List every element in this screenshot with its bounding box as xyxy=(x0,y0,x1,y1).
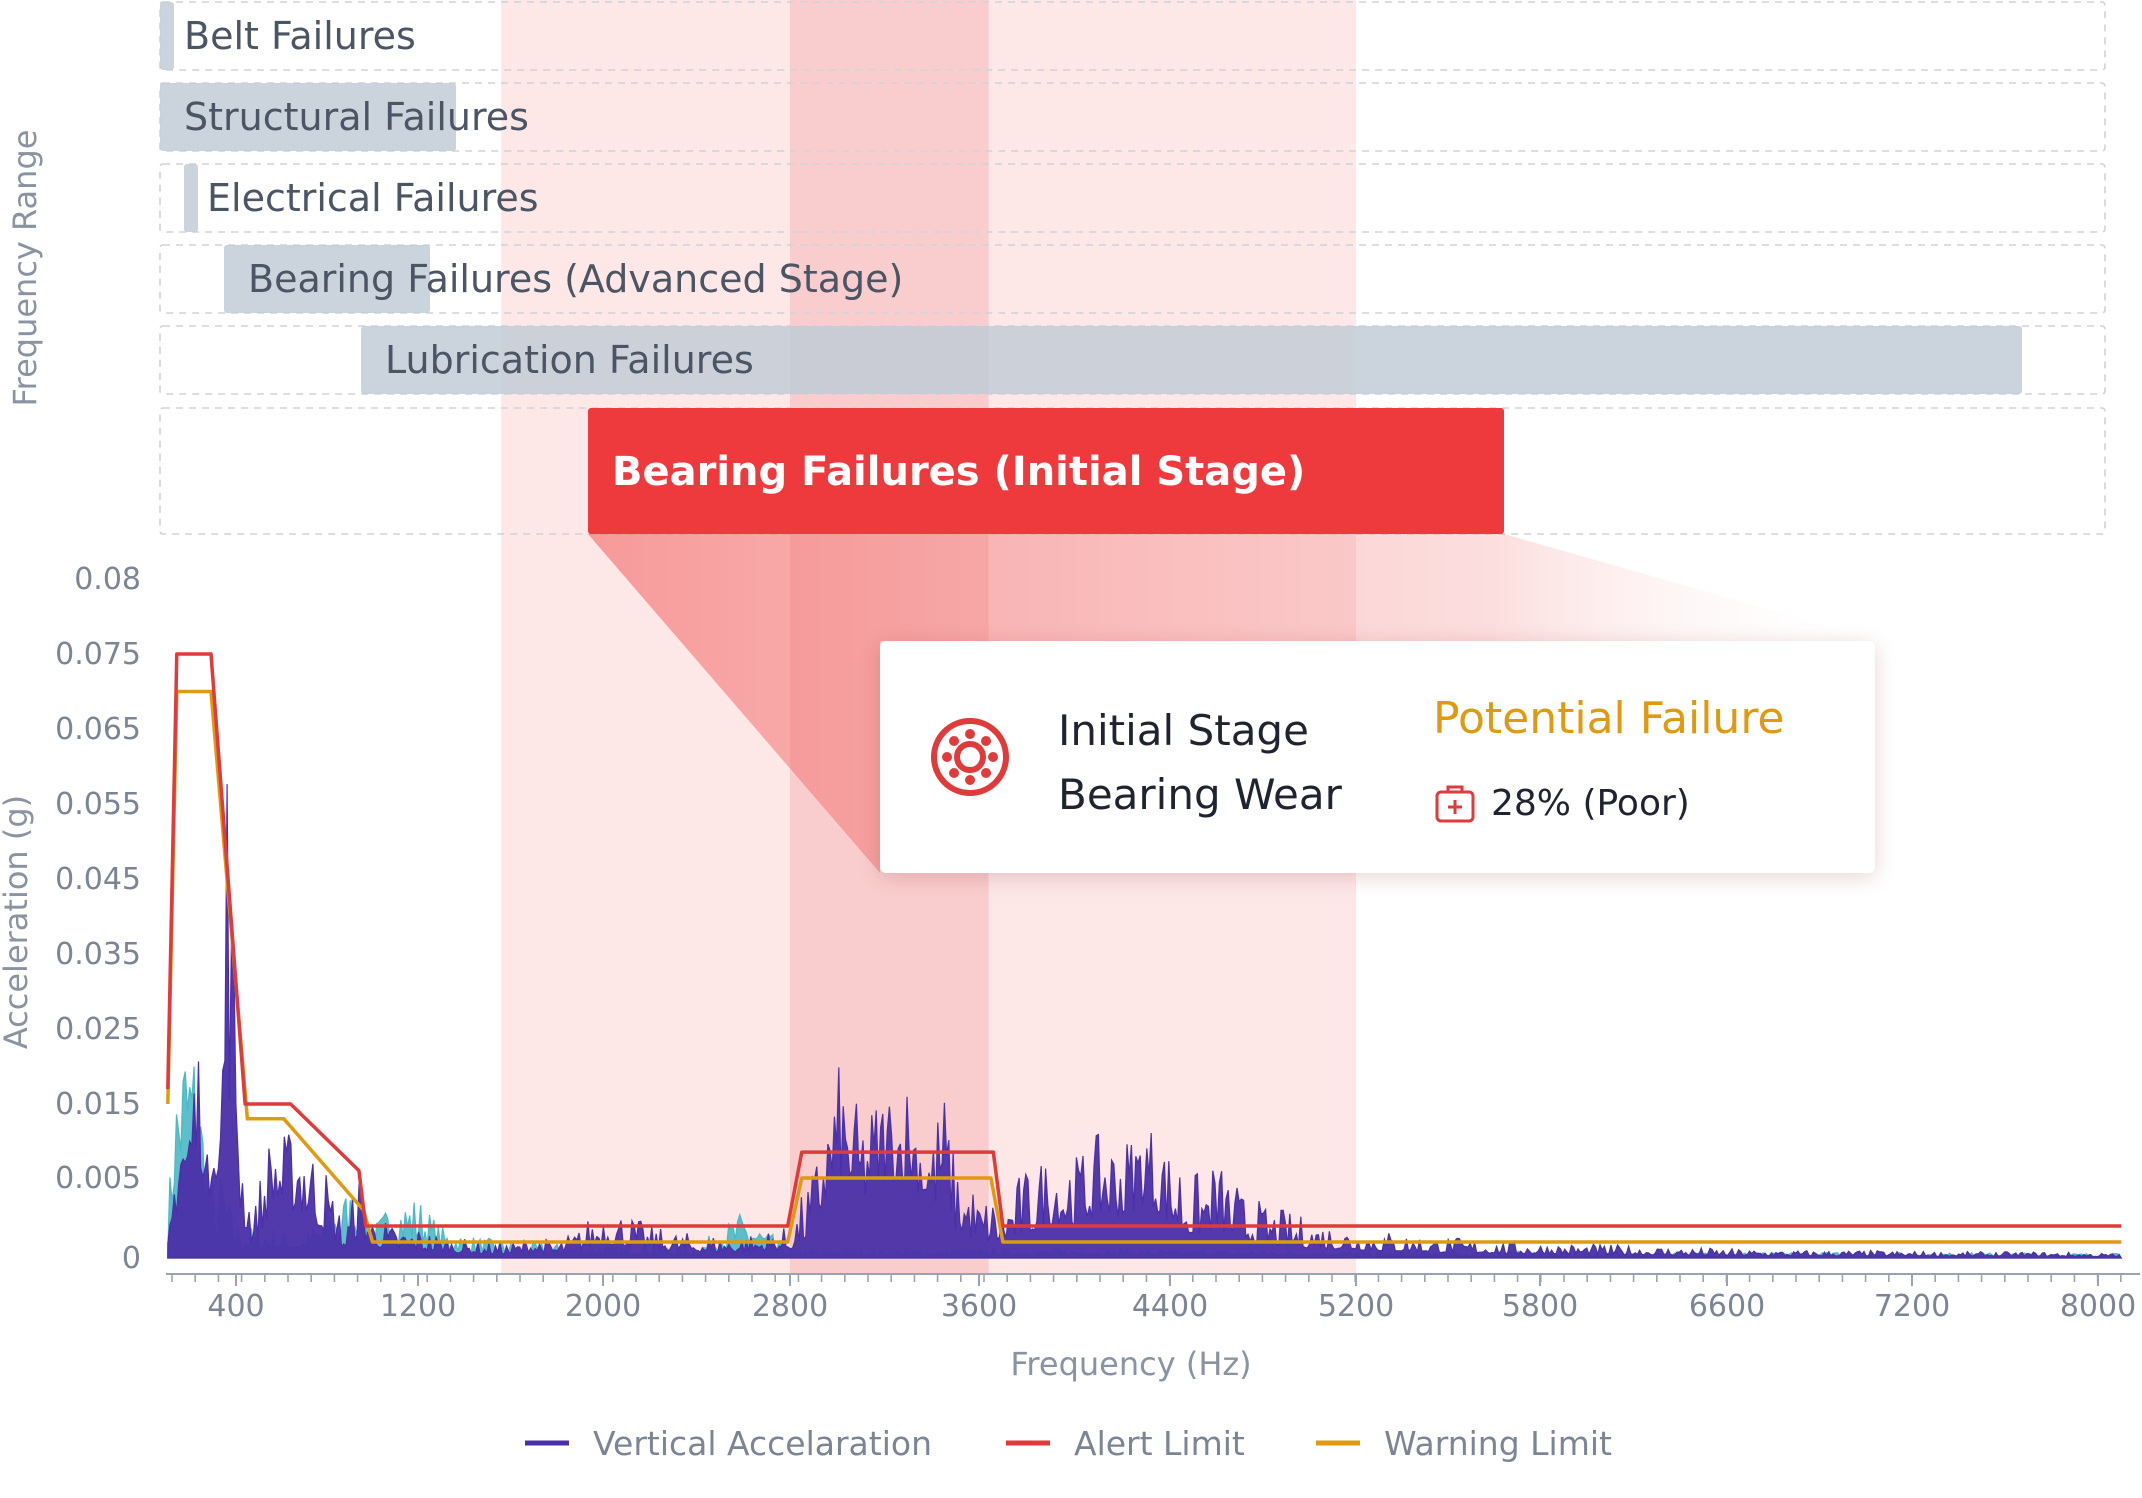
x-tick-label: 4400 xyxy=(1132,1289,1208,1324)
legend-label: Warning Limit xyxy=(1384,1424,1612,1463)
legend: Vertical Accelaration Alert Limit Warning … xyxy=(525,1424,1612,1463)
failure-range-row: Lubrication Failures xyxy=(159,325,2106,395)
range-label: Lubrication Failures xyxy=(385,338,754,382)
x-tick-label: 2800 xyxy=(752,1289,828,1324)
health-kit-icon xyxy=(1435,785,1475,823)
beam-shape xyxy=(588,534,1880,873)
x-tick-label: 2000 xyxy=(565,1289,641,1324)
range-label: Belt Failures xyxy=(184,14,416,58)
range-bar xyxy=(160,83,456,151)
legend-item: Alert Limit xyxy=(1006,1424,1245,1463)
range-bar xyxy=(224,245,430,313)
legend-item: Vertical Accelaration xyxy=(525,1424,932,1463)
x-axis-title: Frequency (Hz) xyxy=(1010,1345,1251,1383)
y-tick-label: 0.055 xyxy=(55,787,141,822)
y-tick-label: 0.025 xyxy=(55,1012,141,1047)
highlight-beam xyxy=(588,534,1880,873)
x-tick-label: 5200 xyxy=(1318,1289,1394,1324)
y-tick-label: 0.005 xyxy=(55,1161,141,1196)
y-tick-label: 0.035 xyxy=(55,937,141,972)
row-outline xyxy=(159,163,2106,233)
x-tick-label: 400 xyxy=(207,1289,264,1324)
legend-label: Vertical Accelaration xyxy=(593,1424,932,1463)
range-label: Structural Failures xyxy=(184,95,529,139)
limit-lines xyxy=(166,652,2122,1244)
x-tick-label: 6600 xyxy=(1689,1289,1765,1324)
failure-tooltip: Initial Stage Bearing Wear Potential Fai… xyxy=(880,641,1875,873)
y-tick-label: 0.015 xyxy=(55,1087,141,1122)
range-axis-title: Frequency Range xyxy=(6,130,44,407)
failure-range-row: Bearing Failures (Advanced Stage) xyxy=(159,244,2106,314)
health-text: 28% (Poor) xyxy=(1491,782,1690,824)
x-tick-label: 3600 xyxy=(941,1289,1017,1324)
tooltip-title: Initial Stage Bearing Wear xyxy=(1058,706,1342,819)
alert-limit-line xyxy=(166,652,2122,1228)
range-label: Electrical Failures xyxy=(207,176,539,220)
vertical-acceleration-trace xyxy=(167,784,2123,1259)
x-tick-label: 7200 xyxy=(1874,1289,1950,1324)
y-axis-title: Acceleration (g) xyxy=(0,795,35,1049)
failure-range-row: Electrical Failures xyxy=(159,163,2106,233)
legend-label: Alert Limit xyxy=(1074,1424,1245,1463)
y-tick-label: 0 xyxy=(122,1241,141,1276)
failure-range-row: Structural Failures xyxy=(159,82,2106,152)
range-bar-highlighted xyxy=(588,408,1504,534)
tooltip-status: Potential Failure xyxy=(1433,693,1785,744)
y-tick-label: 0.045 xyxy=(55,862,141,897)
row-outline xyxy=(159,407,2106,535)
x-tick-label: 8000 xyxy=(2060,1289,2136,1324)
health-row: 28% (Poor) xyxy=(1433,781,1690,825)
bearing-icon xyxy=(931,718,1009,796)
x-tick-label: 1200 xyxy=(380,1289,456,1324)
failure-range-row: Bearing Failures (Initial Stage) xyxy=(159,407,2106,535)
range-bar xyxy=(184,164,198,232)
range-label: Bearing Failures (Advanced Stage) xyxy=(248,257,903,301)
y-tick-label: 0.065 xyxy=(55,712,141,747)
range-bar xyxy=(160,2,174,70)
legend-item: Warning Limit xyxy=(1316,1424,1612,1463)
y-tick-label: 0.08 xyxy=(74,562,141,597)
range-bar xyxy=(361,326,2022,394)
y-tick-label: 0.075 xyxy=(55,637,141,672)
range-label: Bearing Failures (Initial Stage) xyxy=(612,449,1305,495)
x-tick-label: 5800 xyxy=(1502,1289,1578,1324)
axes: 400 1200 2000 2800 3600 4400 5200 5800 6600 7200 8… xyxy=(55,562,2140,1324)
failure-range-row: Belt Failures xyxy=(159,1,2106,71)
row-outline xyxy=(159,244,2106,314)
